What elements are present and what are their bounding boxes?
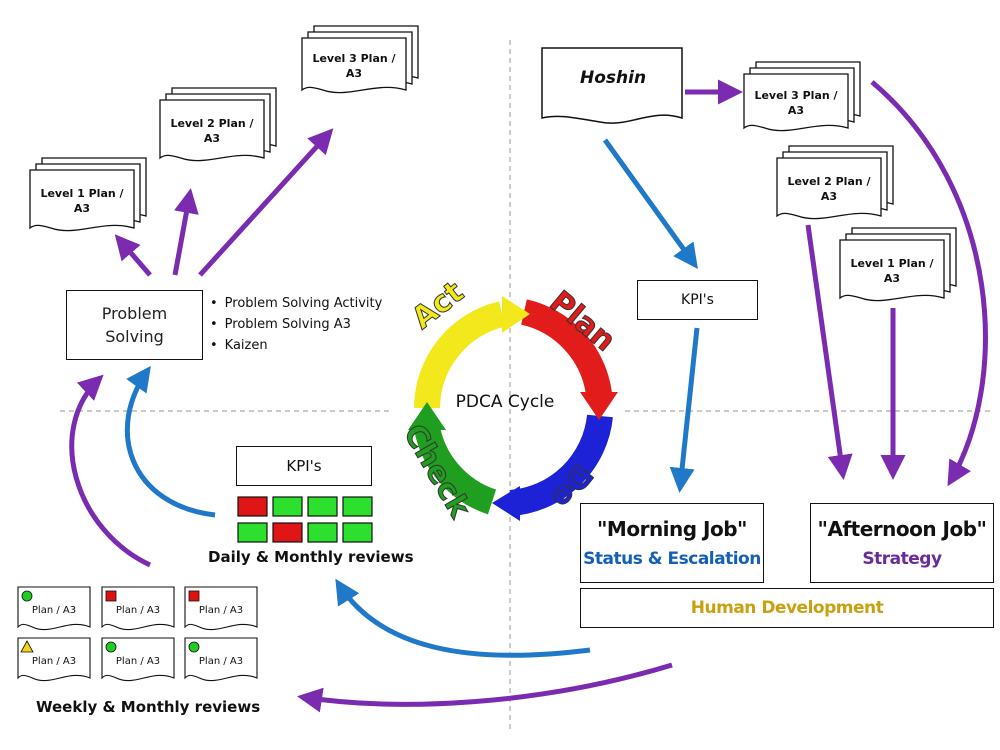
- weekly-card-label: Plan / A3: [199, 656, 243, 667]
- plan-label-line2: A3: [346, 67, 362, 80]
- kpi-cell-green: [342, 522, 373, 543]
- plan-label-line2: A3: [788, 104, 804, 117]
- pdca-head-check: [408, 402, 446, 430]
- arrow-daily-to-ps: [124, 365, 216, 518]
- left-plan-stack: Level 1 Plan / A3: [29, 157, 147, 232]
- left-plan-stack: Level 3 Plan / A3: [301, 25, 419, 94]
- weekly-card-label: Plan / A3: [199, 605, 243, 616]
- weekly-card-label: Plan / A3: [116, 605, 160, 616]
- right-plan-stack: Level 2 Plan / A3: [776, 145, 894, 220]
- right-plan-stack: Level 1 Plan / A3: [839, 227, 957, 302]
- afternoon-job-title: "Afternoon Job": [817, 517, 987, 541]
- plan-sheet: [159, 99, 265, 162]
- problem-solving-box: Problem Solving: [66, 290, 203, 360]
- bullet-item: Problem Solving A3: [210, 314, 382, 335]
- hoshin-label: Hoshin: [580, 68, 647, 88]
- weekly-card-label: Plan / A3: [32, 656, 76, 667]
- bullet-item: Kaizen: [210, 335, 382, 356]
- arrow-level2-to-afternoon: [805, 224, 853, 480]
- pdca-arc-do: [509, 414, 613, 516]
- bullet-item: Problem Solving Activity: [210, 293, 383, 314]
- plan-sheet: [839, 239, 945, 302]
- plan-label-line2: A3: [74, 202, 90, 215]
- daily-monthly-caption: Daily & Monthly reviews: [208, 548, 414, 566]
- pdca-head-plan: [580, 392, 618, 420]
- afternoon-job-box: "Afternoon Job" Strategy: [810, 503, 994, 583]
- kpi-cell-green: [272, 496, 303, 517]
- kpi-cell-red: [272, 522, 303, 543]
- status-marker-circle: [105, 641, 117, 653]
- plan-sheet: [29, 169, 135, 232]
- arrow-ps-to-level3: [198, 128, 334, 277]
- pdca-head-do: [492, 486, 520, 521]
- arrow-ps-to-level2: [172, 188, 199, 276]
- plan-label-line1: Level 3 Plan /: [754, 89, 838, 102]
- plan-label-line1: Level 3 Plan /: [312, 52, 396, 65]
- pdca-head-act: [502, 296, 530, 333]
- left-plan-stack: Level 2 Plan / A3: [159, 87, 277, 162]
- kpi-box-left: KPI's: [236, 446, 372, 486]
- pdca-arc-act: [414, 301, 506, 409]
- morning-job-title: "Morning Job": [597, 517, 747, 541]
- arrow-afternoon-to-weekly: [297, 662, 673, 713]
- plan-sheet: [743, 73, 849, 132]
- right-plan-stack: Level 3 Plan / A3: [743, 61, 861, 132]
- status-marker-square: [188, 590, 200, 602]
- kpi-cell-green: [307, 522, 338, 543]
- plan-sheet: [301, 37, 407, 94]
- pdca-arc-check: [414, 425, 497, 515]
- arrow-hoshin-to-kpi: [602, 138, 698, 270]
- pdca-ring: [414, 299, 613, 516]
- weekly-plan-card: Plan / A3: [17, 637, 91, 682]
- kpi-cell-red: [237, 496, 268, 517]
- pdca-arc-plan: [520, 299, 612, 397]
- weekly-card-label: Plan / A3: [116, 656, 160, 667]
- kpi-box-right: KPI's: [637, 280, 758, 320]
- arrow-kpi-to-morning: [669, 327, 700, 493]
- weekly-monthly-caption: Weekly & Monthly reviews: [36, 698, 261, 716]
- hoshin-document: [541, 47, 683, 124]
- status-escalation-label: Status & Escalation: [583, 549, 761, 569]
- morning-job-box: "Morning Job" Status & Escalation: [580, 503, 764, 583]
- problem-solving-bullets: Problem Solving Activity Problem Solving…: [210, 293, 383, 356]
- kpi-cell-green: [307, 496, 338, 517]
- status-marker-circle: [188, 641, 200, 653]
- weekly-plan-card: Plan / A3: [184, 586, 258, 631]
- weekly-plan-card: Plan / A3: [184, 637, 258, 682]
- pdca-cycle-title: PDCA Cycle: [455, 392, 555, 412]
- plan-label-line1: Level 2 Plan /: [787, 175, 871, 188]
- arrow-weekly-to-ps: [69, 374, 152, 568]
- kpi-cell-green: [342, 496, 373, 517]
- arrow-ps-to-level1: [114, 234, 152, 277]
- plan-label-line1: Level 2 Plan /: [170, 117, 254, 130]
- plan-label-line1: Level 1 Plan /: [850, 257, 934, 270]
- status-marker-square: [105, 590, 117, 602]
- weekly-plan-card: Plan / A3: [101, 586, 175, 631]
- problem-solving-line1: Problem: [101, 304, 168, 323]
- weekly-plan-cards: Plan / A3 Plan / A3 Plan / A3 Plan / A3 Plan…: [17, 586, 258, 682]
- strategy-label: Strategy: [862, 549, 942, 569]
- plan-label-line2: A3: [884, 272, 900, 285]
- plan-label-line2: A3: [821, 190, 837, 203]
- arrow-morning-to-daily: [335, 578, 591, 658]
- weekly-card-label: Plan / A3: [32, 605, 76, 616]
- weekly-plan-card: Plan / A3: [101, 637, 175, 682]
- arrow-level3-to-afternoon: [870, 80, 988, 487]
- kpi-status-grid: [237, 496, 373, 543]
- plan-label-line2: A3: [204, 132, 220, 145]
- plan-sheet: [776, 157, 882, 220]
- status-marker-circle: [21, 590, 33, 602]
- plan-label-line1: Level 1 Plan /: [40, 187, 124, 200]
- kpi-cell-green: [237, 522, 268, 543]
- problem-solving-line2: Solving: [105, 327, 164, 346]
- pdca-arrowheads: [408, 296, 618, 521]
- status-marker-triangle: [20, 640, 34, 653]
- human-development-box: Human Development: [580, 588, 994, 628]
- weekly-plan-card: Plan / A3: [17, 586, 91, 631]
